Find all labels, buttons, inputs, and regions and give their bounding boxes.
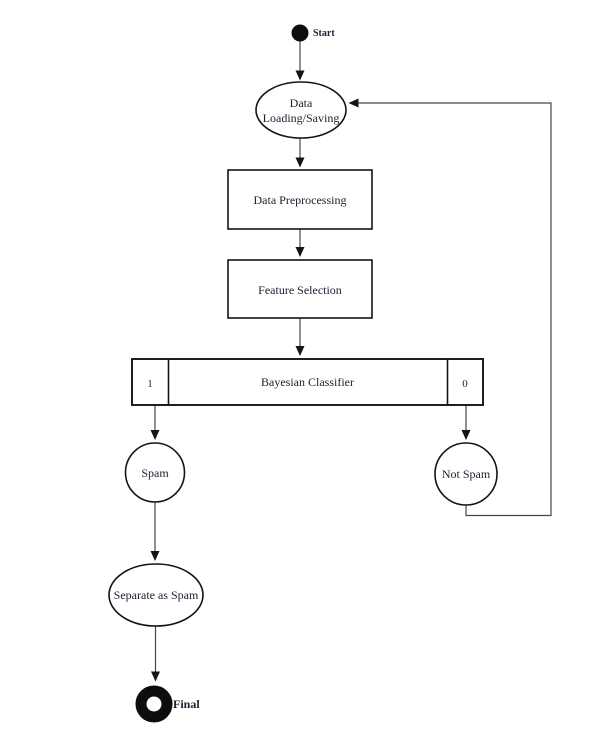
spam-label: Spam: [141, 466, 169, 480]
data-preprocessing-label: Data Preprocessing: [254, 193, 347, 207]
bayesian-classifier-node: [131, 358, 484, 406]
separate-as-spam-node: [108, 563, 204, 627]
arrow-not-spam-feedback-to-data-loading: [348, 98, 552, 517]
final-node-label: Final: [173, 697, 200, 711]
classifier-port-1-label: 1: [147, 378, 153, 390]
not-spam-node: [434, 442, 498, 506]
final-node: [135, 685, 173, 723]
data-loading-label-line2: Loading/Saving: [263, 111, 340, 125]
classifier-port-0-label: 0: [462, 378, 468, 390]
start-node: [291, 24, 309, 42]
not-spam-label: Not Spam: [442, 467, 491, 481]
data-loading-label-line1: Data: [290, 96, 313, 110]
data-loading-node: [255, 81, 347, 139]
data-preprocessing-node: [227, 169, 373, 230]
start-node-label: Start: [313, 28, 335, 39]
feature-selection-node: [227, 259, 373, 319]
separate-as-spam-label: Separate as Spam: [114, 588, 199, 602]
spam-node: [124, 442, 186, 503]
feature-selection-label: Feature Selection: [258, 283, 342, 297]
bayesian-classifier-label: Bayesian Classifier: [261, 375, 354, 389]
